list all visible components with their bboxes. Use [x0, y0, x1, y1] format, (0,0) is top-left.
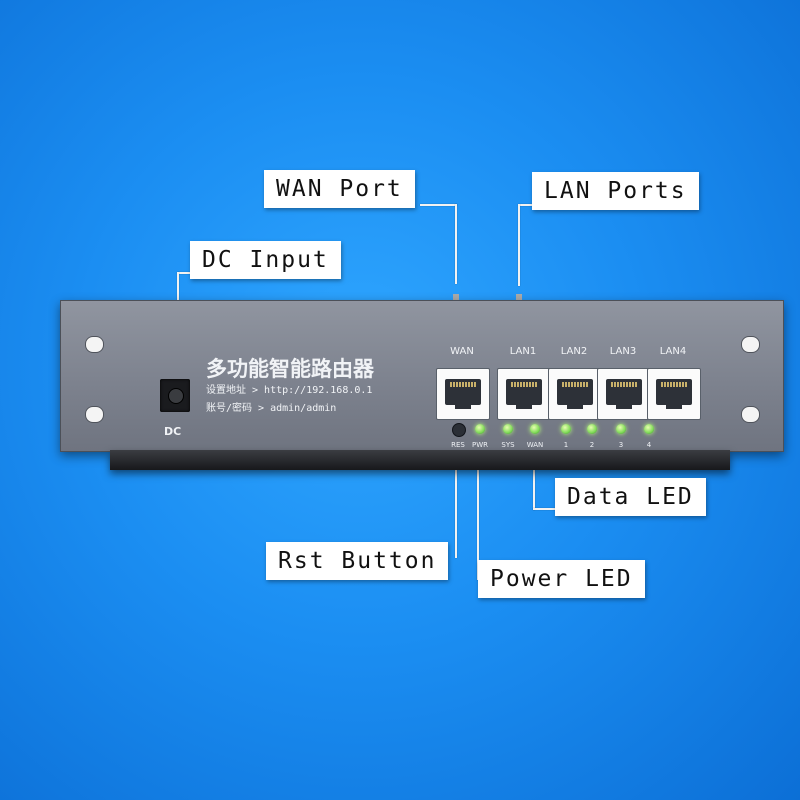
led-label-2: 2	[589, 441, 595, 449]
lan-ports-leader-h	[520, 204, 532, 206]
dc-input-leader-h	[178, 272, 192, 274]
led-label-res: RES	[451, 441, 465, 449]
callout-data-led: Data LED	[555, 478, 706, 516]
rj45-jack	[606, 379, 642, 409]
port-label-lan4: LAN4	[659, 346, 687, 357]
lan1-led	[561, 424, 571, 434]
lan-ports-leader-v	[518, 204, 520, 286]
lan4-led	[644, 424, 654, 434]
lan3-led	[616, 424, 626, 434]
mount-hole-bottom-left	[85, 406, 104, 423]
port-label-lan1: LAN1	[509, 346, 537, 357]
data-led-leader-v	[533, 460, 535, 510]
sys-led	[503, 424, 513, 434]
router-chassis-base	[110, 450, 730, 470]
led-label-1: 1	[563, 441, 569, 449]
reset-button[interactable]	[452, 423, 466, 437]
led-label-wan: WAN	[526, 441, 544, 449]
led-label-4: 4	[646, 441, 652, 449]
device-title: 多功能智能路由器	[206, 357, 374, 381]
led-label-pwr: PWR	[471, 441, 488, 449]
port-label-lan2: LAN2	[560, 346, 588, 357]
power-led	[475, 424, 485, 434]
power-led-leader	[477, 440, 479, 580]
setup-address: 设置地址 > http://192.168.0.1	[206, 385, 373, 396]
callout-rst-button: Rst Button	[266, 542, 449, 580]
wan-port[interactable]	[436, 368, 490, 420]
port-label-wan: WAN	[450, 346, 474, 357]
lan2-led	[587, 424, 597, 434]
led-label-3: 3	[618, 441, 624, 449]
dc-label: DC	[164, 425, 182, 438]
dc-power-jack[interactable]	[160, 379, 190, 412]
rj45-jack	[506, 379, 542, 409]
account-password: 账号/密码 > admin/admin	[206, 403, 337, 414]
led-label-sys: SYS	[501, 441, 515, 449]
wan-led	[530, 424, 540, 434]
data-led-leader-h	[533, 508, 557, 510]
wan-port-leader-v	[455, 204, 457, 284]
lan-port-3[interactable]	[597, 368, 651, 420]
callout-dc-input: DC Input	[190, 241, 341, 279]
callout-wan-port: WAN Port	[264, 170, 415, 208]
lan-port-2[interactable]	[548, 368, 602, 420]
port-label-lan3: LAN3	[609, 346, 637, 357]
mount-hole-bottom-right	[741, 406, 760, 423]
lan-port-1[interactable]	[497, 368, 551, 420]
callout-lan-ports: LAN Ports	[532, 172, 699, 210]
wan-port-leader-h	[420, 204, 457, 206]
rj45-jack	[557, 379, 593, 409]
rj45-jack	[656, 379, 692, 409]
rst-button-leader	[455, 440, 457, 558]
rj45-jack	[445, 379, 481, 409]
lan-port-4[interactable]	[647, 368, 701, 420]
callout-power-led: Power LED	[478, 560, 645, 598]
mount-hole-top-right	[741, 336, 760, 353]
mount-hole-top-left	[85, 336, 104, 353]
